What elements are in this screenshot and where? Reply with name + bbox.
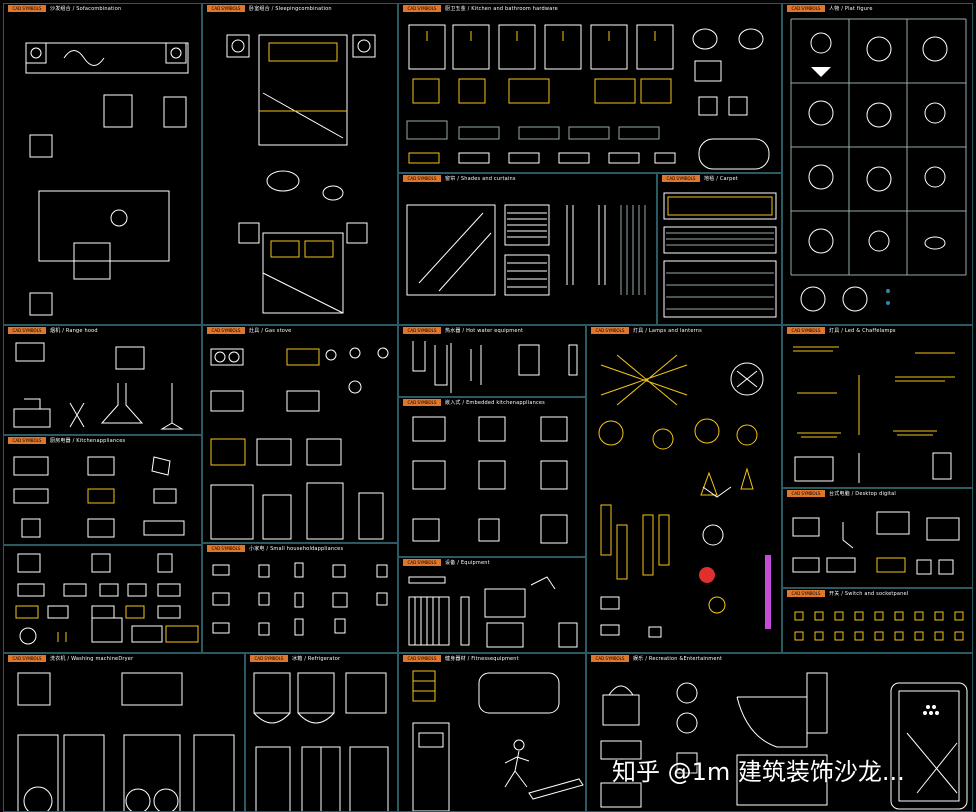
panel-tag: CAD SYMBOLS xyxy=(787,5,825,12)
panel-tag: CAD SYMBOLS xyxy=(403,399,441,406)
panel-switch: CAD SYMBOLS 开关 / Switch and socketpanel xyxy=(782,588,973,653)
panel-title: 灯具 / Led & Chaffelamps xyxy=(829,328,896,334)
panel-kitchen-appliances: CAD SYMBOLS 厨房电器 / Kitchenappliances xyxy=(3,435,202,545)
plat-figure-drawing xyxy=(790,18,967,312)
panel-title: 冰箱 / Refrigerator xyxy=(292,656,341,662)
panel-gas-stove: CAD SYMBOLS 灶具 / Gas stove xyxy=(202,325,398,543)
panel-small-household: CAD SYMBOLS 小家电 / Small householdapplianc… xyxy=(202,543,398,653)
carpet-drawing xyxy=(663,192,777,318)
panel-tag: CAD SYMBOLS xyxy=(591,327,629,334)
panel-tag: CAD SYMBOLS xyxy=(207,327,245,334)
panel-title: 健身器材 / Fitnessequipment xyxy=(445,656,519,662)
panel-lamp: CAD SYMBOLS 灯具 / Lamps and lanterns xyxy=(586,325,782,653)
panel-sleeping: CAD SYMBOLS 卧室组合 / Sleepingcombination xyxy=(202,3,398,325)
panel-title: 沙发组合 / Sofacombination xyxy=(50,6,122,12)
panel-tag: CAD SYMBOLS xyxy=(403,327,441,334)
panel-tag: CAD SYMBOLS xyxy=(787,590,825,597)
bed-drawing xyxy=(226,34,376,314)
panel-tag: CAD SYMBOLS xyxy=(207,545,245,552)
panel-tag: CAD SYMBOLS xyxy=(207,5,245,12)
panel-sofa: CAD SYMBOLS 沙发组合 / Sofacombination xyxy=(3,3,202,325)
panel-title: 人物 / Plat figure xyxy=(829,6,873,12)
panel-small-1 xyxy=(3,545,202,653)
recreation-drawing xyxy=(600,672,968,810)
panel-title: 开关 / Switch and socketpanel xyxy=(829,591,909,597)
panel-title: 小家电 / Small householdappliances xyxy=(249,546,344,552)
panel-kitchen: CAD SYMBOLS 厨卫五金 / Kitchen and bathroom h… xyxy=(398,3,782,173)
led-drawing xyxy=(793,346,955,483)
panel-title: 烟机 / Range hood xyxy=(50,328,98,334)
curtain-drawing xyxy=(406,204,646,296)
panel-title: 热水器 / Hot water equipment xyxy=(445,328,524,334)
lamp-drawing xyxy=(598,354,771,638)
panel-figure: CAD SYMBOLS 人物 / Plat figure xyxy=(782,3,973,325)
panel-tag: CAD SYMBOLS xyxy=(403,559,441,566)
panel-tag: CAD SYMBOLS xyxy=(403,5,441,12)
desktop-drawing xyxy=(792,511,960,575)
panel-tag: CAD SYMBOLS xyxy=(8,327,46,334)
panel-title: 厨卫五金 / Kitchen and bathroom hardware xyxy=(445,6,558,12)
panel-tag: CAD SYMBOLS xyxy=(403,655,441,662)
panel-refrigerator: CAD SYMBOLS 冰箱 / Refrigerator xyxy=(245,653,398,812)
panel-title: 灯具 / Lamps and lanterns xyxy=(633,328,702,334)
kitchen-hardware-drawing xyxy=(406,24,770,170)
panel-tag: CAD SYMBOLS xyxy=(591,655,629,662)
panel-tag: CAD SYMBOLS xyxy=(403,175,441,182)
small-appliances-left-drawing xyxy=(15,553,199,645)
panel-hot-water: CAD SYMBOLS 热水器 / Hot water equipment xyxy=(398,325,586,397)
panel-tag: CAD SYMBOLS xyxy=(8,437,46,444)
panel-title: 台式电脑 / Desktop digital xyxy=(829,491,897,497)
panel-tag: CAD SYMBOLS xyxy=(250,655,288,662)
washing-drawing xyxy=(17,672,235,811)
range-hood-drawing xyxy=(13,342,184,430)
panel-carpet: CAD SYMBOLS 地毯 / Carpet xyxy=(657,173,782,325)
panel-washing: CAD SYMBOLS 洗衣机 / Washing machineDryer xyxy=(3,653,245,812)
panel-title: 洗衣机 / Washing machineDryer xyxy=(50,656,134,662)
panel-embedded: CAD SYMBOLS 嵌入式 / Embedded kitchenapplian… xyxy=(398,397,586,557)
switch-drawing xyxy=(794,611,964,641)
gas-stove-drawing xyxy=(210,347,389,540)
panel-fitness: CAD SYMBOLS 健身器材 / Fitnessequipment xyxy=(398,653,586,812)
panel-tag: CAD SYMBOLS xyxy=(8,655,46,662)
panel-equipment: CAD SYMBOLS 设备 / Equipment xyxy=(398,557,586,653)
embedded-appliances-drawing xyxy=(412,416,568,544)
panel-title: 厨房电器 / Kitchenappliances xyxy=(50,438,126,444)
panel-title: 娱乐 / Recreation &Entertainment xyxy=(633,656,723,662)
panel-recreation: CAD SYMBOLS 娱乐 / Recreation &Entertainmen… xyxy=(586,653,973,812)
panel-led: CAD SYMBOLS 灯具 / Led & Chaffelamps xyxy=(782,325,973,488)
panel-range-hood: CAD SYMBOLS 烟机 / Range hood xyxy=(3,325,202,435)
panel-tag: CAD SYMBOLS xyxy=(8,5,46,12)
panel-title: 地毯 / Carpet xyxy=(704,176,738,182)
panel-tag: CAD SYMBOLS xyxy=(787,490,825,497)
sofa-drawing xyxy=(25,42,189,316)
panel-title: 设备 / Equipment xyxy=(445,560,490,566)
refrigerator-drawing xyxy=(253,672,389,811)
panel-title: 窗帘 / Shades and curtains xyxy=(445,176,516,182)
panel-desktop: CAD SYMBOLS 台式电脑 / Desktop digital xyxy=(782,488,973,588)
hot-water-drawing xyxy=(412,341,578,393)
panel-title: 嵌入式 / Embedded kitchenappliances xyxy=(445,400,545,406)
fitness-drawing xyxy=(412,670,584,811)
panel-tag: CAD SYMBOLS xyxy=(787,327,825,334)
panel-title: 卧室组合 / Sleepingcombination xyxy=(249,6,332,12)
watermark: 知乎 @1m 建筑装饰沙龙... xyxy=(612,758,905,786)
kitchen-appliances-drawing xyxy=(13,456,185,538)
panel-title: 灶具 / Gas stove xyxy=(249,328,292,334)
equipment-drawing xyxy=(408,576,578,648)
panel-curtain: CAD SYMBOLS 窗帘 / Shades and curtains xyxy=(398,173,657,325)
small-household-drawing xyxy=(212,562,388,636)
panel-tag: CAD SYMBOLS xyxy=(662,175,700,182)
